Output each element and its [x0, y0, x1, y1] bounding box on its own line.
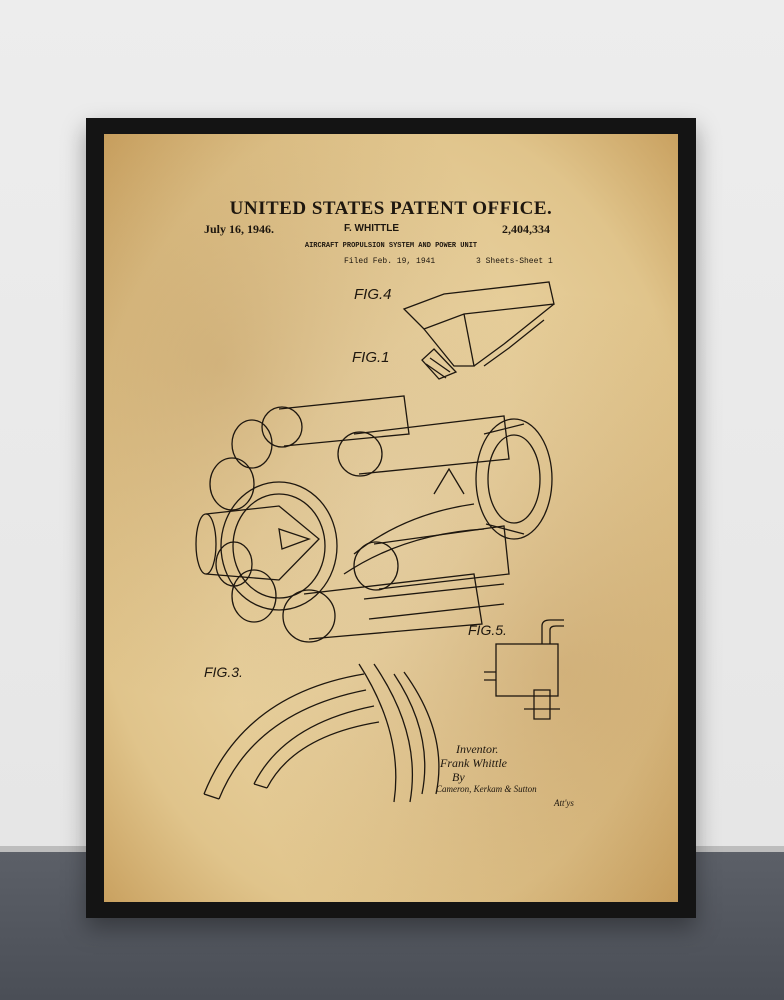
fig4-label: FIG.4 [354, 286, 392, 303]
signature-inventor-label: Inventor. [456, 742, 499, 756]
signature-by: By [452, 770, 465, 784]
fig5-valve-drawing [484, 619, 564, 720]
signature-name: Frank Whittle [440, 756, 507, 770]
fig1-engine-drawing [195, 395, 553, 643]
patent-date: July 16, 1946. [204, 222, 275, 236]
engine-drawing [195, 281, 564, 803]
signature-attorneys: Cameron, Kerkam & Sutton [436, 784, 537, 794]
fig3-blade-drawing [203, 663, 440, 803]
fig4-duct-drawing [402, 281, 555, 380]
patent-poster: UNITED STATES PATENT OFFICE. July 16, 19… [104, 134, 678, 902]
fig3-label: FIG.3. [204, 664, 243, 680]
sheet-count: 3 Sheets-Sheet 1 [476, 257, 553, 266]
fig1-label: FIG.1 [352, 349, 390, 366]
patent-office-title: UNITED STATES PATENT OFFICE. [229, 198, 553, 219]
patent-number: 2,404,334 [502, 222, 550, 236]
inventor-name: F. WHITTLE [344, 223, 399, 234]
filed-date: Filed Feb. 19, 1941 [344, 257, 436, 266]
signature-attys-label: Att'ys [554, 798, 574, 808]
patent-subtitle: AIRCRAFT PROPULSION SYSTEM AND POWER UNI… [304, 242, 478, 250]
fig5-label: FIG.5. [468, 622, 507, 638]
